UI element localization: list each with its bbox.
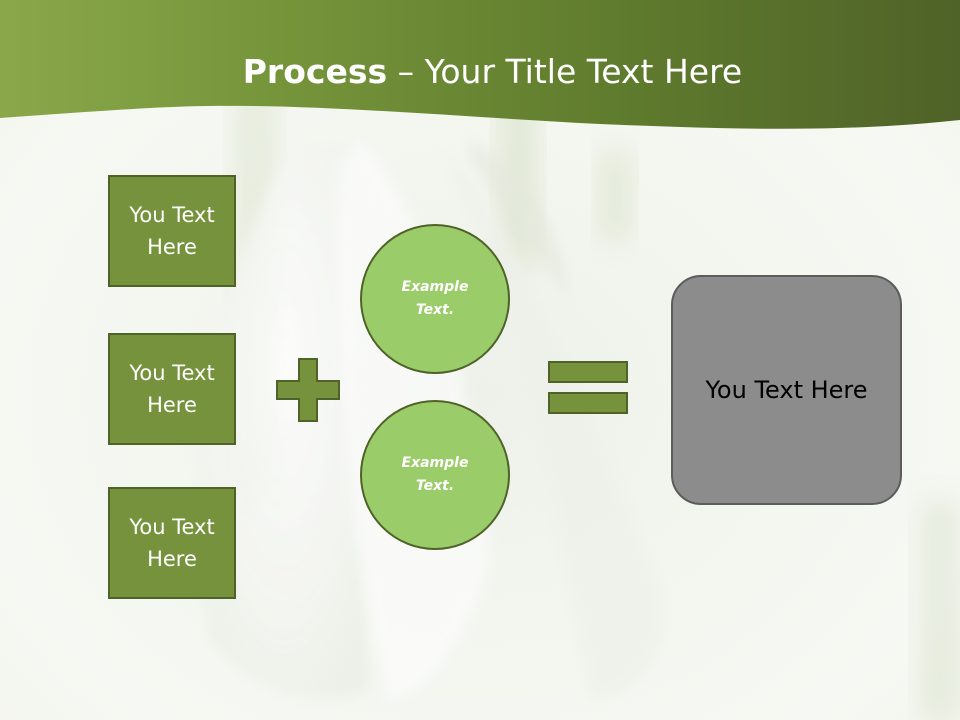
text-box-1[interactable]: You Text Here	[108, 175, 236, 287]
text-box-3[interactable]: You Text Here	[108, 487, 236, 599]
example-circle-1[interactable]: Example Text.	[360, 224, 510, 374]
header-band	[0, 0, 960, 129]
title-rest: Your Title Text Here	[424, 52, 743, 91]
plus-icon	[276, 358, 340, 422]
page-title: Process – Your Title Text Here	[0, 52, 960, 91]
title-bold: Process	[242, 52, 388, 91]
title-dash: –	[387, 52, 425, 91]
example-circle-2[interactable]: Example Text.	[360, 400, 510, 550]
text-box-2[interactable]: You Text Here	[108, 333, 236, 445]
equals-icon	[548, 361, 628, 414]
result-box[interactable]: You Text Here	[671, 275, 902, 505]
